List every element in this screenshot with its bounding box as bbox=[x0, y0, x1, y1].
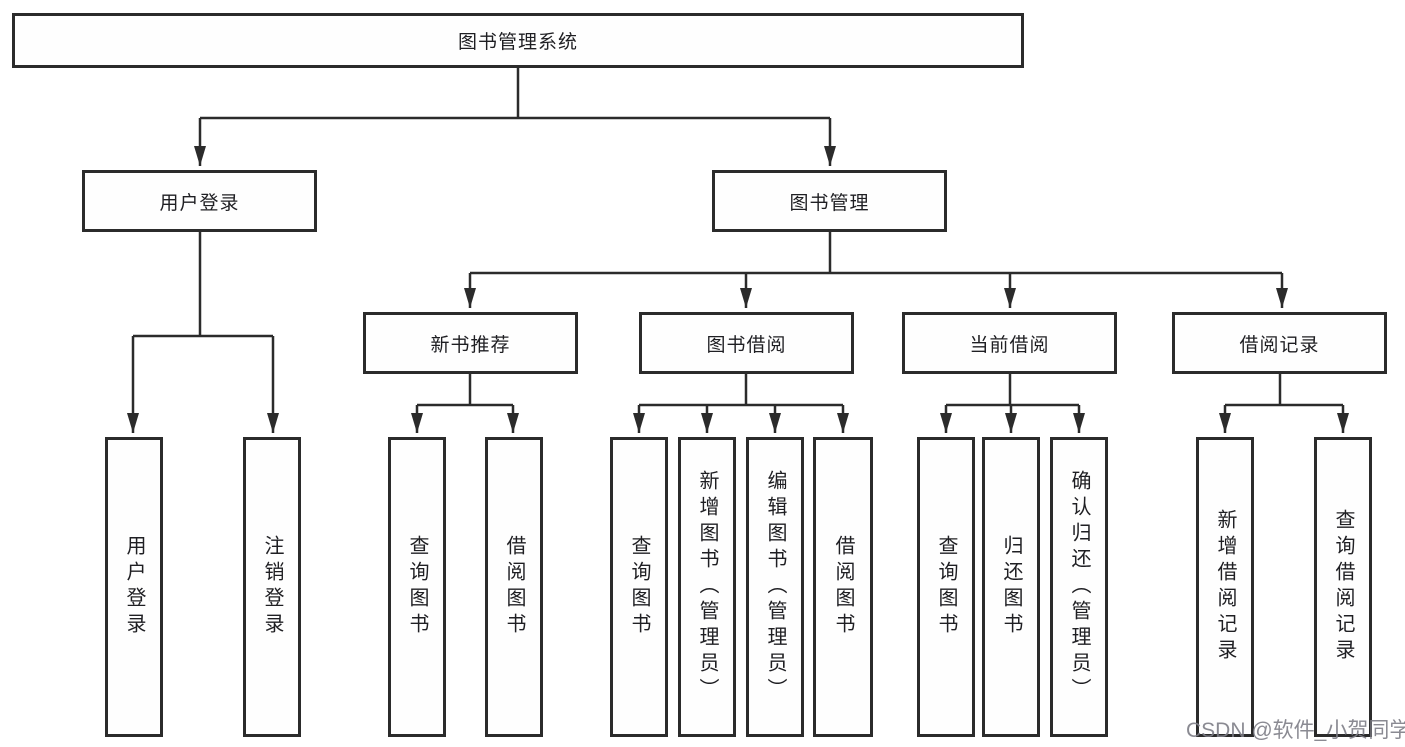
node-label: 新增借阅记录 bbox=[1214, 509, 1236, 665]
node-label: 查询图书 bbox=[628, 535, 650, 639]
leaf-borrow-books: 借阅图书 bbox=[813, 437, 873, 737]
node-borrowing-records: 借阅记录 bbox=[1172, 312, 1387, 374]
node-library-management-system: 图书管理系统 bbox=[12, 13, 1024, 68]
node-label: 新增图书（管理员） bbox=[696, 470, 718, 704]
node-label: 借阅图书 bbox=[503, 535, 525, 639]
leaf-add-books-admin: 新增图书（管理员） bbox=[678, 437, 736, 737]
node-label: 确认归还（管理员） bbox=[1068, 470, 1090, 704]
leaf-confirm-return-admin: 确认归还（管理员） bbox=[1050, 437, 1108, 737]
node-book-borrowing: 图书借阅 bbox=[639, 312, 854, 374]
node-label: 查询借阅记录 bbox=[1332, 509, 1354, 665]
node-label: 当前借阅 bbox=[969, 334, 1050, 356]
node-label: 用户登录 bbox=[123, 535, 145, 639]
leaf-query-books-current: 查询图书 bbox=[917, 437, 975, 737]
leaf-query-books-borrowing: 查询图书 bbox=[610, 437, 668, 737]
node-label: 用户登录 bbox=[159, 192, 240, 214]
node-user-login: 用户登录 bbox=[82, 170, 317, 232]
node-label: 注销登录 bbox=[261, 535, 283, 639]
node-book-management: 图书管理 bbox=[712, 170, 947, 232]
node-label: 借阅记录 bbox=[1239, 334, 1320, 356]
leaf-borrow-books-recommend: 借阅图书 bbox=[485, 437, 543, 737]
node-label: 编辑图书（管理员） bbox=[764, 470, 786, 704]
node-label: 借阅图书 bbox=[832, 535, 854, 639]
node-label: 归还图书 bbox=[1000, 535, 1022, 639]
node-label: 新书推荐 bbox=[430, 334, 511, 356]
node-current-borrowing: 当前借阅 bbox=[902, 312, 1117, 374]
node-label: 图书管理系统 bbox=[457, 32, 578, 53]
node-label: 查询图书 bbox=[406, 535, 428, 639]
csdn-watermark: CSDN @软件_小贺同学 bbox=[1186, 719, 1405, 742]
leaf-edit-books-admin: 编辑图书（管理员） bbox=[746, 437, 804, 737]
leaf-query-books-recommend: 查询图书 bbox=[388, 437, 446, 737]
leaf-query-borrow-record: 查询借阅记录 bbox=[1314, 437, 1372, 737]
leaf-user-login: 用户登录 bbox=[105, 437, 163, 737]
node-label: 图书管理 bbox=[789, 192, 870, 214]
leaf-logout: 注销登录 bbox=[243, 437, 301, 737]
node-new-book-recommendation: 新书推荐 bbox=[363, 312, 578, 374]
node-label: 查询图书 bbox=[935, 535, 957, 639]
node-label: 图书借阅 bbox=[706, 334, 787, 356]
leaf-return-books: 归还图书 bbox=[982, 437, 1040, 737]
leaf-add-borrow-record: 新增借阅记录 bbox=[1196, 437, 1254, 737]
